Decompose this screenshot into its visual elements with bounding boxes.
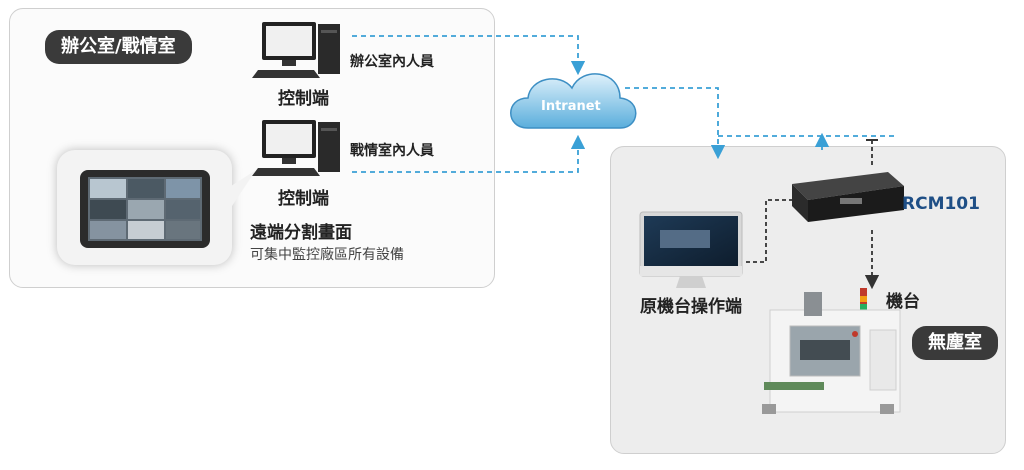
machine-icon xyxy=(762,288,901,414)
warroom-person-label: 戰情室內人員 xyxy=(350,143,434,159)
cleanroom-title-pill: 無塵室 xyxy=(912,326,998,360)
intranet-cloud-icon xyxy=(510,73,637,129)
split-screen-description: 可集中監控廠區所有設備 xyxy=(250,247,404,263)
rcm101-device-icon xyxy=(792,172,904,222)
bubble-tail xyxy=(228,170,256,206)
office-person-label: 辦公室內人員 xyxy=(350,54,434,70)
pc2-controller-label: 控制端 xyxy=(278,189,329,209)
desktop-pc-icon-office xyxy=(252,22,340,78)
office-title-pill: 辦公室/戰情室 xyxy=(45,30,192,64)
split-screen-title: 遠端分割畫面 xyxy=(250,223,352,243)
local-lines xyxy=(745,140,880,290)
pc1-controller-label: 控制端 xyxy=(278,89,329,109)
intranet-label: Intranet xyxy=(541,99,601,114)
machine-label: 機台 xyxy=(886,292,920,312)
console-monitor-icon xyxy=(639,211,743,288)
rcm101-label: RCM101 xyxy=(902,194,980,214)
console-label: 原機台操作端 xyxy=(640,297,742,317)
desktop-pc-icon-warroom xyxy=(252,120,340,176)
network-lines xyxy=(352,35,895,173)
split-screen-monitor xyxy=(80,170,210,248)
